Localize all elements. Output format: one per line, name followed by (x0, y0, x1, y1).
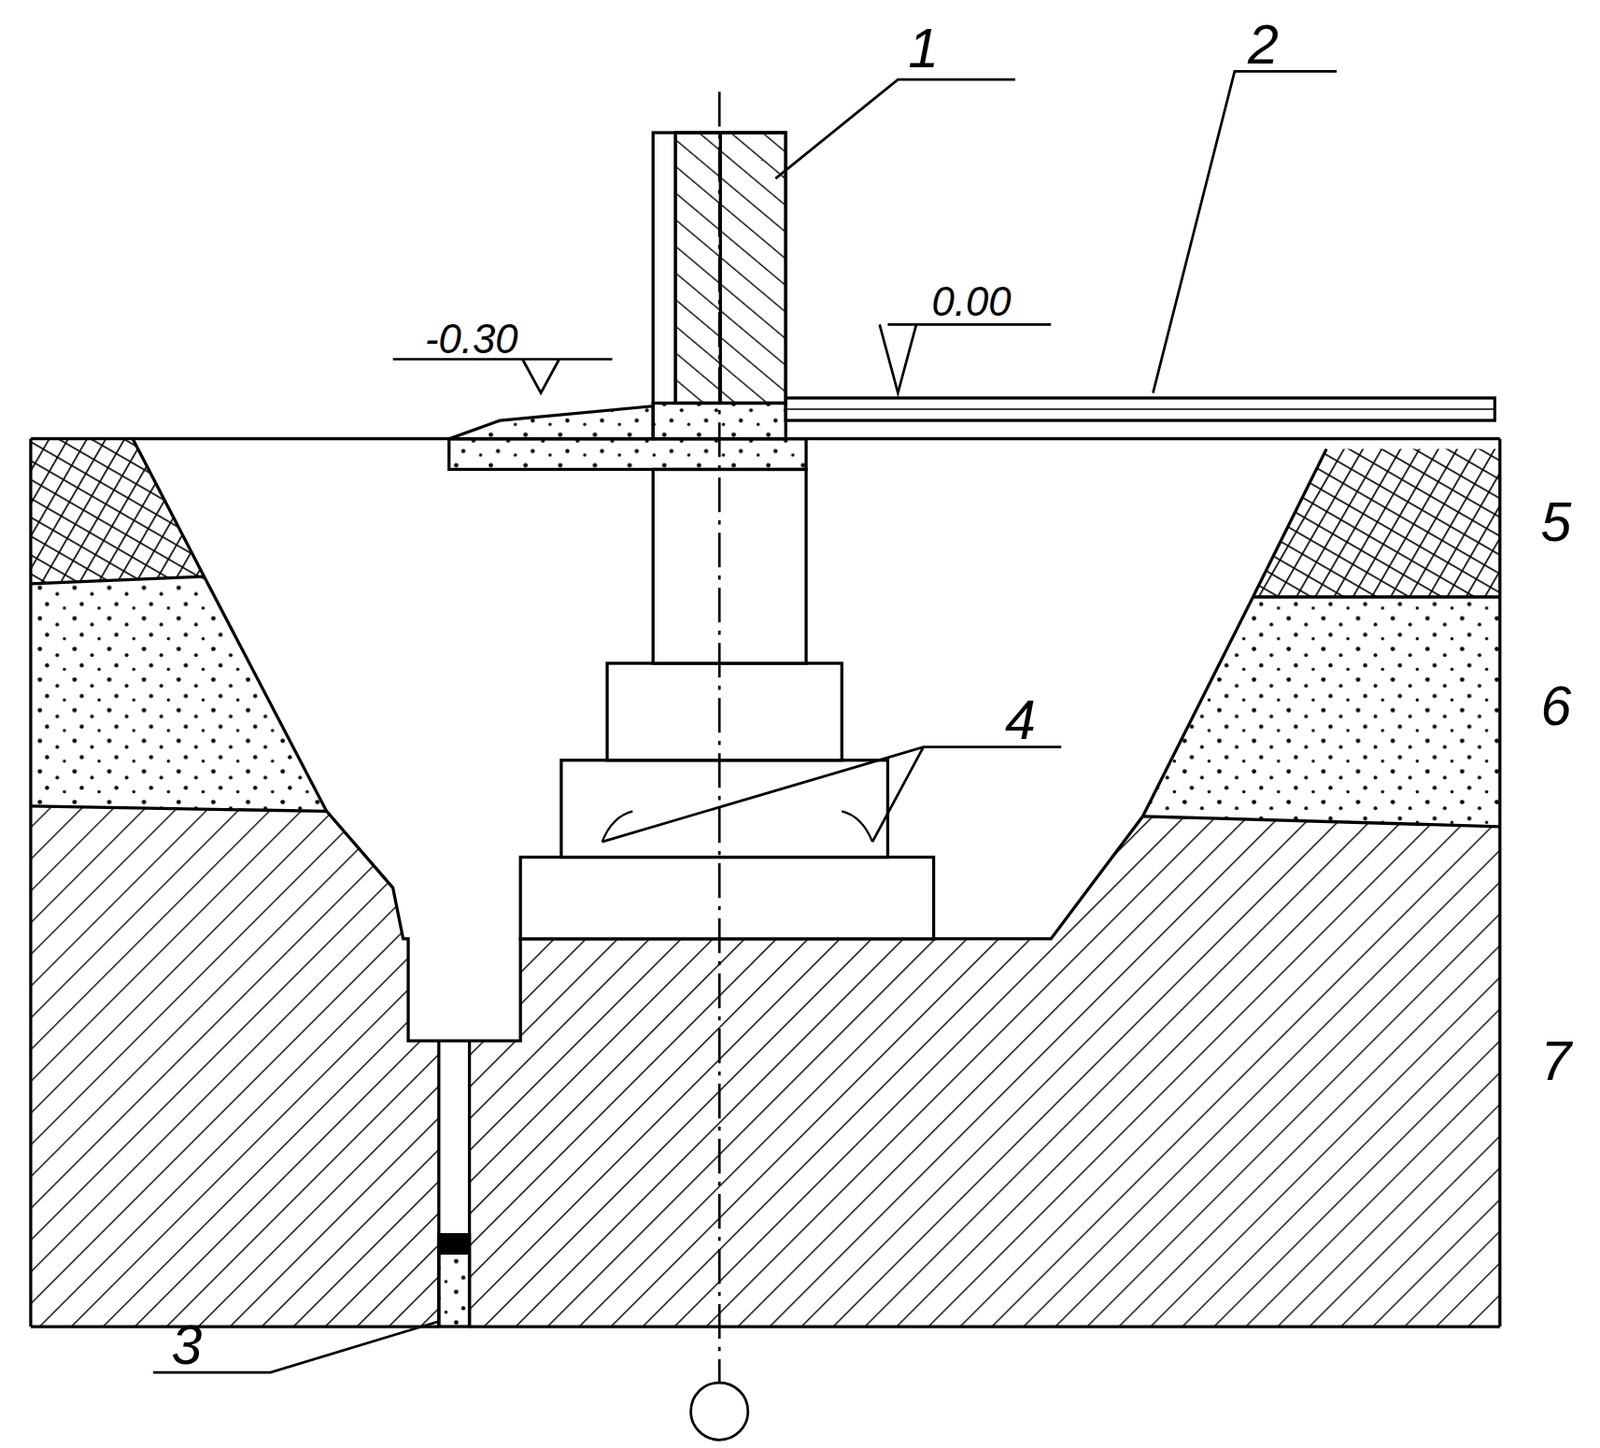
callout-number: 3 (171, 1316, 203, 1373)
soil-layers (30, 438, 1501, 1327)
foundation (449, 132, 1496, 939)
callout-number: 2 (1247, 17, 1279, 73)
axis (691, 91, 749, 1440)
callout-number: 4 (1005, 693, 1036, 749)
callout-number: 6 (1541, 678, 1572, 734)
leader-lines (153, 70, 1337, 1373)
callout-number: 7 (1541, 1033, 1572, 1090)
elevation-mark: 0.00 (932, 282, 1012, 324)
elevation-mark: -0.30 (424, 318, 519, 360)
callout-number: 5 (1541, 495, 1572, 551)
callout-number: 1 (907, 21, 939, 77)
